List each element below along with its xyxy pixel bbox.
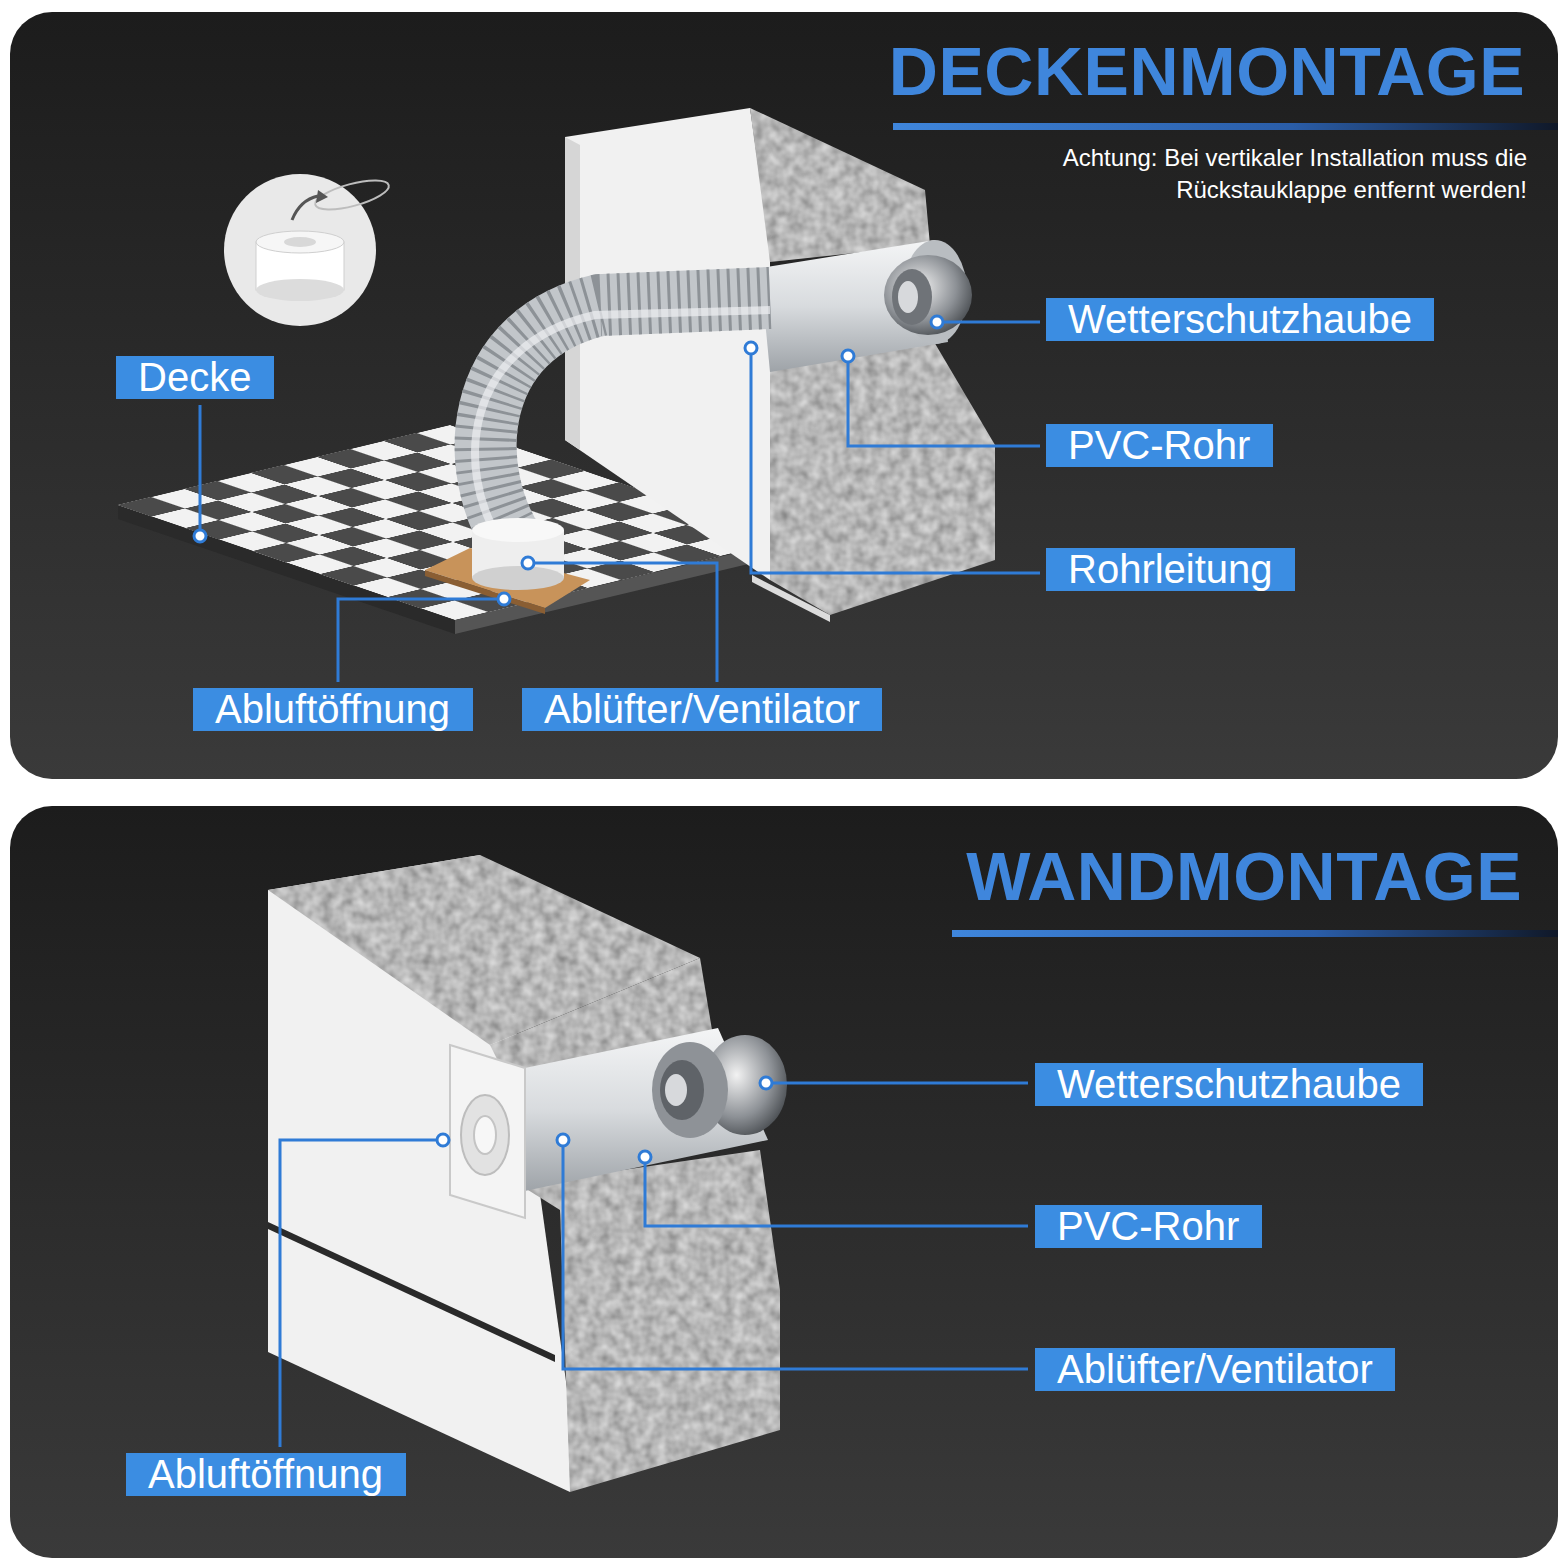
callout-label: Ablüfter/Ventilator — [522, 688, 882, 731]
leader-dots — [194, 316, 943, 605]
callout-label: Rohrleitung — [1046, 548, 1295, 591]
label-text: PVC-Rohr — [1035, 1205, 1262, 1248]
callout-label: Decke — [116, 356, 274, 399]
callout-label: PVC-Rohr — [1046, 424, 1273, 467]
label-text: Ablüfter/Ventilator — [522, 688, 882, 731]
panel-heading: WANDMONTAGE — [966, 842, 1522, 910]
label-text: Abluftöffnung — [126, 1453, 406, 1496]
leader-lines — [200, 322, 1040, 682]
panel-heading: DECKENMONTAGE — [889, 37, 1525, 105]
label-text: PVC-Rohr — [1046, 424, 1273, 467]
callout-label: Wetterschutzhaube — [1046, 298, 1434, 341]
heading-underline — [952, 930, 1558, 937]
heading-underline — [893, 123, 1558, 130]
warning-note: Achtung: Bei vertikaler Installation mus… — [967, 142, 1527, 206]
label-text: Ablüfter/Ventilator — [1035, 1348, 1395, 1391]
label-text: Wetterschutzhaube — [1046, 298, 1434, 341]
callout-label: Abluftöffnung — [193, 688, 473, 731]
label-text: Abluftöffnung — [193, 688, 473, 731]
label-text: Wetterschutzhaube — [1035, 1063, 1423, 1106]
leader-lines — [280, 1083, 1028, 1447]
wall-illustration — [268, 855, 787, 1492]
panel-ground — [10, 806, 1558, 1558]
mounting-panel: DECKENMONTAGE Achtung: Bei vertikaler Ins… — [10, 12, 1558, 779]
leader-dots — [437, 1077, 772, 1163]
mounting-panel: WANDMONTAGE WetterschutzhaubePVC-RohrAblü… — [10, 806, 1558, 1558]
callout-label: Ablüfter/Ventilator — [1035, 1348, 1395, 1391]
callout-label: Abluftöffnung — [126, 1453, 406, 1496]
callout-label: PVC-Rohr — [1035, 1205, 1262, 1248]
callout-label: Wetterschutzhaube — [1035, 1063, 1423, 1106]
panel-ground — [10, 12, 1558, 779]
label-text: Decke — [116, 356, 274, 399]
label-text: Rohrleitung — [1046, 548, 1295, 591]
